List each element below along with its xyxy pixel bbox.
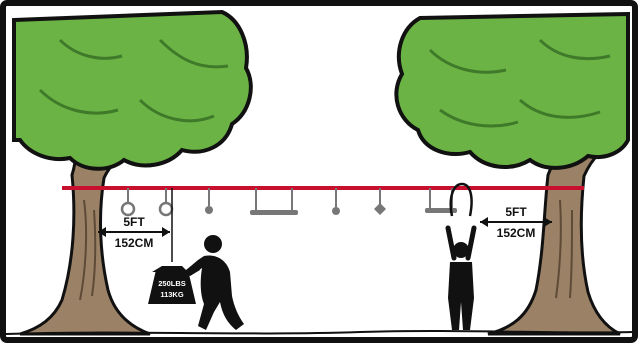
weight-kg: 113KG bbox=[160, 290, 184, 299]
obstacle-knob-1 bbox=[205, 188, 213, 214]
obstacle-ring-2 bbox=[160, 188, 172, 215]
right-tree bbox=[396, 14, 628, 334]
left-tree-foliage bbox=[14, 12, 251, 169]
right-height-cm: 152CM bbox=[497, 226, 536, 240]
right-tree-foliage bbox=[396, 14, 628, 168]
left-height-feet: 5FT bbox=[123, 215, 145, 229]
obstacle-ball bbox=[374, 188, 386, 215]
right-height-feet: 5FT bbox=[505, 205, 527, 219]
arrow-left-icon bbox=[480, 217, 488, 227]
right-measurement: 5FT 152CM bbox=[480, 205, 552, 240]
obstacle-ring-1 bbox=[122, 188, 134, 215]
obstacle-knob-2 bbox=[332, 188, 340, 215]
hanging-person-icon bbox=[448, 184, 474, 330]
left-measurement: 5FT 152CM bbox=[98, 188, 172, 262]
weight-lbs: 250LBS bbox=[158, 279, 186, 288]
arrow-right-icon bbox=[162, 227, 170, 237]
obstacle-swing-bar bbox=[250, 188, 298, 215]
pushing-person-icon bbox=[184, 235, 244, 330]
left-height-cm: 152CM bbox=[115, 236, 154, 250]
